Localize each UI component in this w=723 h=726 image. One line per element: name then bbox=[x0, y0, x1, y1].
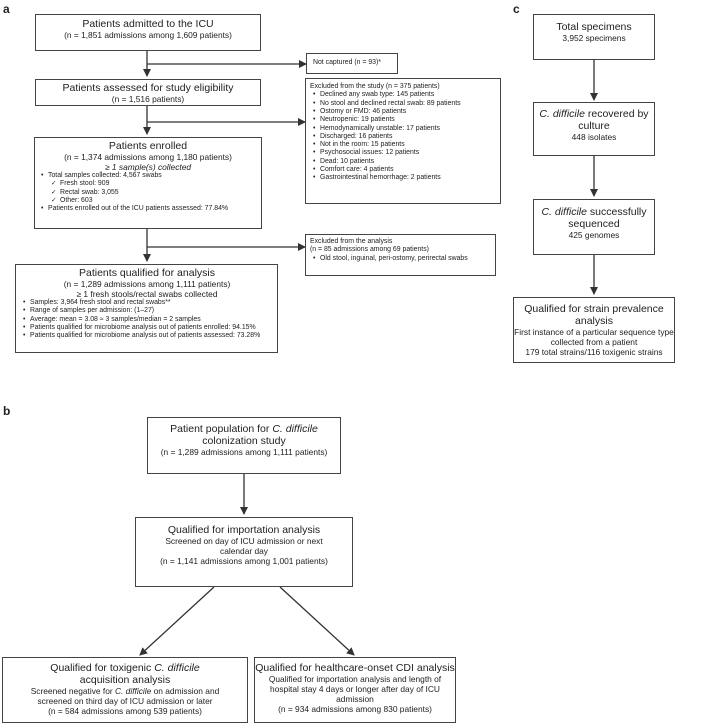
admitted-title: Patients admitted to the ICU bbox=[82, 18, 214, 30]
enrolled-pct: Patients enrolled out of the ICU patient… bbox=[41, 205, 258, 214]
recovered-organism: C. difficile bbox=[539, 108, 585, 120]
strain-criteria-2: collected from a patient bbox=[550, 337, 638, 347]
toxigenic-title-line2: acquisition analysis bbox=[79, 674, 171, 686]
box-enrolled: Patients enrolled (n = 1,374 admissions … bbox=[34, 137, 262, 229]
enrolled-pct-list: Patients enrolled out of the ICU patient… bbox=[38, 205, 258, 214]
panel-label-c: c bbox=[513, 2, 520, 16]
panel-label-b: b bbox=[3, 404, 11, 418]
excluded-study-item: Hemodynamically unstable: 17 patients bbox=[313, 125, 500, 134]
population-title: Patient population for bbox=[170, 423, 273, 435]
toxigenic-criteria-1b: on admission and bbox=[151, 686, 220, 696]
qualified-count: (n = 1,289 admissions among 1,111 patien… bbox=[63, 279, 231, 289]
importation-count: (n = 1,141 admissions among 1,001 patien… bbox=[160, 556, 328, 566]
qualified-criteria: ≥ 1 fresh stools/rectal swabs collected bbox=[76, 289, 218, 299]
box-healthcare-onset: Qualified for healthcare-onset CDI analy… bbox=[254, 657, 456, 723]
excluded-analysis-count: (n = 85 admissions among 69 patients) bbox=[310, 246, 429, 254]
excluded-study-item: Ostomy or FMD: 46 patients bbox=[313, 108, 500, 117]
excluded-study-item: Dead: 10 patients bbox=[313, 158, 500, 167]
assessed-title: Patients assessed for study eligibility bbox=[62, 82, 234, 94]
toxigenic-criteria-organism: C. difficile bbox=[114, 686, 152, 696]
excluded-study-item: Psychosocial issues: 12 patients bbox=[313, 149, 500, 158]
arrow-b-right bbox=[279, 586, 355, 656]
not-captured-label: Not captured (n = 93)* bbox=[313, 59, 381, 66]
enrolled-total: Total samples collected: 4,567 swabs bbox=[41, 172, 258, 181]
excluded-study-item: Comfort care: 4 patients bbox=[313, 166, 500, 175]
box-qualified: Patients qualified for analysis (n = 1,2… bbox=[15, 264, 278, 353]
box-admitted: Patients admitted to the ICU (n = 1,851 … bbox=[35, 14, 261, 51]
qualified-item: Samples: 3,964 fresh stool and rectal sw… bbox=[23, 299, 274, 308]
panel-label-a: a bbox=[3, 2, 10, 16]
importation-criteria-2: calendar day bbox=[220, 546, 268, 556]
strain-title: Qualified for strain prevalence bbox=[524, 303, 664, 315]
qualified-title: Patients qualified for analysis bbox=[79, 267, 215, 279]
box-population: Patient population for C. difficile colo… bbox=[147, 417, 341, 474]
importation-title: Qualified for importation analysis bbox=[167, 524, 321, 536]
qualified-item: Average: mean = 3.08 ≈ 3 samples/median … bbox=[23, 316, 274, 325]
assessed-count: (n = 1,516 patients) bbox=[111, 94, 185, 104]
toxigenic-count: (n = 584 admissions among 539 patients) bbox=[48, 706, 202, 716]
toxigenic-organism: C. difficile bbox=[154, 662, 200, 674]
enrolled-criteria: ≥ 1 sample(s) collected bbox=[104, 162, 192, 172]
population-count: (n = 1,289 admissions among 1,111 patien… bbox=[160, 447, 328, 457]
healthcare-count: (n = 934 admissions among 830 patients) bbox=[278, 704, 432, 714]
toxigenic-criteria-2: screened on third day of ICU admission o… bbox=[37, 696, 213, 706]
excluded-study-item: Declined any swab type: 145 patients bbox=[313, 91, 500, 100]
healthcare-title: Qualified for healthcare-onset CDI analy… bbox=[255, 662, 455, 674]
sequenced-count: 425 genomes bbox=[568, 230, 620, 240]
population-title-line2: colonization study bbox=[202, 435, 286, 447]
strain-count: 179 total strains/116 toxigenic strains bbox=[525, 347, 663, 357]
healthcare-criteria-3: admission bbox=[336, 694, 374, 704]
toxigenic-criteria-1a: Screened negative for bbox=[30, 686, 115, 696]
box-not-captured: Not captured (n = 93)* bbox=[306, 53, 398, 74]
box-total-specimens: Total specimens 3,952 specimens bbox=[533, 14, 655, 60]
excluded-study-item: No stool and declined rectal swab: 89 pa… bbox=[313, 100, 500, 109]
excluded-analysis-title: Excluded from the analysis bbox=[310, 238, 393, 245]
box-importation: Qualified for importation analysis Scree… bbox=[135, 517, 353, 587]
sample-type-item: Other: 603 bbox=[51, 197, 258, 206]
sample-type-item: Rectal swab: 3,055 bbox=[51, 189, 258, 198]
recovered-title-line2: culture bbox=[578, 120, 610, 132]
qualified-item: Range of samples per admission: (1–27) bbox=[23, 307, 274, 316]
arrow-b-left bbox=[139, 586, 215, 656]
strain-criteria-1: First instance of a particular sequence … bbox=[514, 327, 674, 337]
excluded-study-title: Excluded from the study (n = 375 patient… bbox=[310, 83, 440, 90]
enrolled-total-list: Total samples collected: 4,567 swabs bbox=[38, 172, 258, 181]
toxigenic-title: Qualified for toxigenic bbox=[50, 662, 155, 674]
excluded-analysis-item: Old stool, inguinal, peri-ostomy, perire… bbox=[313, 255, 495, 264]
specimens-title: Total specimens bbox=[556, 21, 632, 33]
specimens-count: 3,952 specimens bbox=[562, 33, 626, 43]
qualified-item: Patients qualified for microbiome analys… bbox=[23, 332, 274, 341]
enrolled-sample-types: Fresh stool: 909 Rectal swab: 3,055 Othe… bbox=[38, 180, 258, 205]
sequenced-organism: C. difficile bbox=[541, 206, 587, 218]
box-toxigenic: Qualified for toxigenic C. difficile acq… bbox=[2, 657, 248, 723]
strain-title-line2: analysis bbox=[575, 315, 613, 327]
box-recovered: C. difficile recovered by culture 448 is… bbox=[533, 102, 655, 156]
enrolled-title: Patients enrolled bbox=[108, 140, 188, 152]
box-excluded-analysis: Excluded from the analysis (n = 85 admis… bbox=[305, 234, 496, 276]
excluded-study-item: Neutropenic: 19 patients bbox=[313, 116, 500, 125]
qualified-item: Patients qualified for microbiome analys… bbox=[23, 324, 274, 333]
box-strain-prevalence: Qualified for strain prevalence analysis… bbox=[513, 297, 675, 363]
excluded-study-item: Gastrointestinal hemorrhage: 2 patients bbox=[313, 174, 500, 183]
enrolled-count: (n = 1,374 admissions among 1,180 patien… bbox=[64, 152, 232, 162]
box-excluded-study: Excluded from the study (n = 375 patient… bbox=[305, 78, 501, 204]
excluded-analysis-list: Old stool, inguinal, peri-ostomy, perire… bbox=[310, 255, 495, 264]
sequenced-title-line2: sequenced bbox=[568, 218, 620, 230]
box-sequenced: C. difficile successfully sequenced 425 … bbox=[533, 199, 655, 255]
healthcare-criteria-2: hospital stay 4 days or longer after day… bbox=[270, 684, 440, 694]
excluded-study-item: Discharged: 16 patients bbox=[313, 133, 500, 142]
excluded-study-item: Not in the room: 15 patients bbox=[313, 141, 500, 150]
box-assessed: Patients assessed for study eligibility … bbox=[35, 79, 261, 106]
admitted-count: (n = 1,851 admissions among 1,609 patien… bbox=[64, 30, 232, 40]
qualified-list: Samples: 3,964 fresh stool and rectal sw… bbox=[20, 299, 274, 341]
recovered-title: recovered by bbox=[584, 108, 649, 120]
sample-type-item: Fresh stool: 909 bbox=[51, 180, 258, 189]
sequenced-title: successfully bbox=[586, 206, 647, 218]
population-organism: C. difficile bbox=[272, 423, 318, 435]
healthcare-criteria-1: Qualified for importation analysis and l… bbox=[268, 674, 442, 684]
importation-criteria-1: Screened on day of ICU admission or next bbox=[165, 536, 323, 546]
recovered-count: 448 isolates bbox=[571, 132, 617, 142]
excluded-study-list: Declined any swab type: 145 patients No … bbox=[310, 91, 500, 183]
